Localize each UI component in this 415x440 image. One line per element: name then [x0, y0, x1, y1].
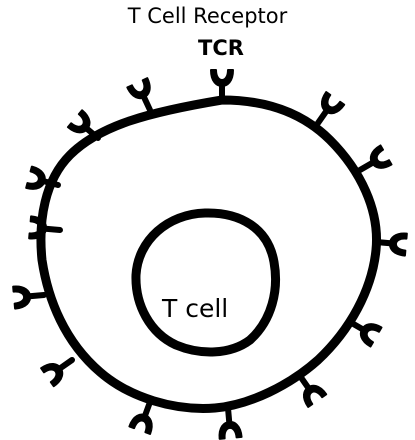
tcr-receptor: [315, 91, 346, 126]
cell-label: T cell: [162, 294, 229, 323]
tcr-receptor: [40, 357, 75, 388]
tcr-receptor: [128, 399, 153, 435]
tcr-receptor: [357, 144, 393, 173]
nucleus: [131, 208, 281, 357]
diagram-title: T Cell Receptor: [127, 4, 288, 28]
cell-membrane: [36, 95, 382, 413]
tcr-label: TCR: [198, 36, 244, 60]
receptor-group: [12, 69, 408, 440]
tcr-receptor: [126, 77, 153, 113]
tcr-receptor: [12, 285, 47, 310]
